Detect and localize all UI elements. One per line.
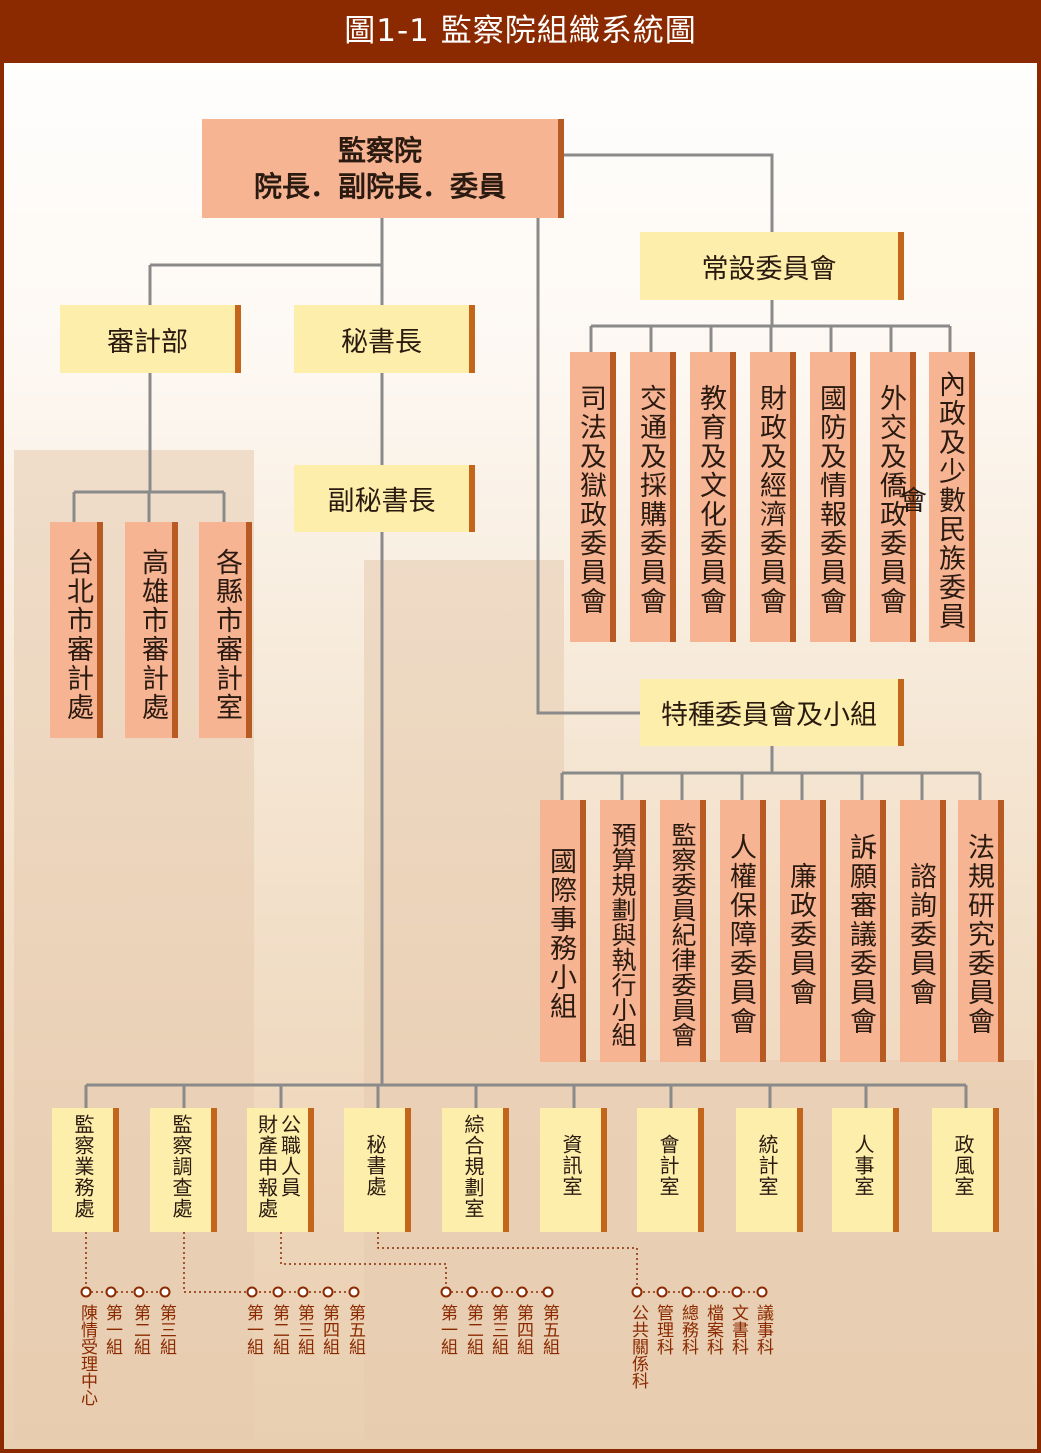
special-committee-item: 訴願審議委員會: [840, 800, 886, 1062]
sub-unit-label: 第一組: [437, 1304, 457, 1355]
department-label-secondary: 公職人員: [277, 1114, 302, 1198]
standing-committee-item-label: 財政及經濟委員會: [755, 384, 786, 616]
standing-committee-item: 司法及獄政委員會: [570, 352, 616, 642]
department-box: 財產申報處 公職人員: [247, 1108, 314, 1232]
department-label: 政風室: [951, 1134, 975, 1197]
department-box: 統計室: [736, 1108, 803, 1232]
department-box: 監察調查處: [150, 1108, 217, 1232]
department-label: 監察業務處: [71, 1114, 95, 1219]
department-box: 人事室: [832, 1108, 899, 1232]
title-bar: 圖1-1 監察院組織系統圖: [0, 0, 1041, 63]
department-label: 會計室: [656, 1134, 680, 1197]
department-label: 統計室: [755, 1134, 779, 1197]
sub-unit-label: 第五組: [345, 1304, 365, 1355]
sub-unit-label: 第三組: [488, 1304, 508, 1355]
department-box: 會計室: [637, 1108, 704, 1232]
sub-unit-label: 第三組: [294, 1304, 314, 1355]
department-label: 財產申報處: [254, 1114, 279, 1219]
secretary-general-label: 秘書長: [341, 326, 422, 358]
special-committee-item: 廉政委員會: [780, 800, 826, 1062]
deputy-secretary-general-label: 副秘書長: [327, 486, 436, 517]
sub-unit-label: 第五組: [539, 1304, 559, 1355]
special-committee-box: 特種委員會及小組: [640, 679, 904, 746]
background-building-tower: [364, 560, 564, 1440]
audit-ministry-label: 審計部: [107, 326, 188, 358]
sub-unit-label: 檔案科: [703, 1304, 723, 1355]
sub-unit-label: 第一組: [243, 1304, 263, 1355]
sub-unit-label: 第四組: [319, 1304, 339, 1355]
special-committee-item-label: 法規研究委員會: [963, 832, 994, 1036]
standing-committee-item: 財政及經濟委員會: [750, 352, 796, 642]
standing-committee-label: 常設委員會: [701, 253, 837, 285]
sub-unit-label: 公共關係科: [628, 1304, 648, 1389]
special-committee-item-label: 預算規劃與執行小組: [608, 821, 637, 1047]
audit-office-item: 各縣市審計室: [199, 522, 252, 738]
chart-title: 圖1-1 監察院組織系統圖: [344, 13, 697, 49]
department-label: 資訊室: [559, 1134, 583, 1197]
department-label: 人事室: [851, 1134, 875, 1197]
sub-unit-label: 總務科: [678, 1304, 698, 1355]
sub-unit-label: 文書科: [728, 1304, 748, 1355]
sub-unit-label: 議事科: [753, 1304, 773, 1355]
sub-unit-label: 第二組: [463, 1304, 483, 1355]
sub-unit-label: 管理科: [653, 1304, 673, 1355]
sub-unit-label: 第三組: [156, 1304, 176, 1355]
department-label: 綜合規劃室: [461, 1114, 485, 1219]
audit-office-item: 高雄市審計處: [125, 522, 178, 738]
department-box: 秘書處: [344, 1108, 411, 1232]
special-committee-item-label: 廉政委員會: [785, 861, 816, 1007]
audit-office-item: 台北市審計處: [50, 522, 103, 738]
audit-office-label: 高雄市審計處: [137, 548, 168, 722]
department-box: 綜合規劃室: [442, 1108, 509, 1232]
standing-committee-item: 外交及僑政委員會: [870, 352, 916, 642]
control-yuan-root-box: 監察院 院長．副院長．委員: [202, 119, 564, 218]
audit-office-label: 台北市審計處: [62, 548, 93, 722]
standing-committee-item-label: 交通及採購委員會: [635, 384, 666, 616]
standing-committee-item-label: 內政及少數民族委員會: [895, 369, 965, 631]
special-committee-item: 預算規劃與執行小組: [600, 800, 646, 1062]
standing-committee-item-label: 司法及獄政委員會: [575, 384, 606, 616]
special-committee-item-label: 訴願審議委員會: [845, 832, 876, 1036]
department-label: 秘書處: [363, 1134, 387, 1197]
sub-unit-label: 第四組: [513, 1304, 533, 1355]
special-committee-item: 法規研究委員會: [958, 800, 1004, 1062]
sub-unit-label: 第二組: [130, 1304, 150, 1355]
standing-committee-item-label: 外交及僑政委員會: [875, 384, 906, 616]
special-committee-item-label: 諮詢委員會: [905, 861, 936, 1007]
special-committee-item: 人權保障委員會: [720, 800, 766, 1062]
special-committee-item: 國際事務小組: [540, 800, 586, 1062]
special-committee-item-label: 國際事務小組: [545, 847, 576, 1021]
special-committee-item-label: 監察委員紀律委員會: [668, 821, 697, 1047]
standing-committee-item: 教育及文化委員會: [690, 352, 736, 642]
sub-unit-label: 第一組: [102, 1304, 122, 1355]
audit-office-label: 各縣市審計室: [211, 548, 242, 722]
department-box: 資訊室: [540, 1108, 607, 1232]
sub-unit-label: 第二組: [269, 1304, 289, 1355]
root-subtitle: 院長．副院長．委員: [253, 169, 506, 203]
department-label: 監察調查處: [169, 1114, 193, 1219]
standing-committee-item: 內政及少數民族委員會: [895, 352, 975, 642]
standing-committee-item: 國防及情報委員會: [810, 352, 856, 642]
sub-unit-label: 陳情受理中心: [77, 1304, 97, 1406]
standing-committee-box: 常設委員會: [640, 232, 904, 300]
standing-committee-item: 交通及採購委員會: [630, 352, 676, 642]
special-committee-label: 特種委員會及小組: [661, 700, 877, 731]
secretary-general-box: 秘書長: [294, 305, 475, 373]
department-box: 政風室: [932, 1108, 999, 1232]
department-box: 監察業務處: [52, 1108, 119, 1232]
special-committee-item: 諮詢委員會: [900, 800, 946, 1062]
special-committee-item-label: 人權保障委員會: [725, 832, 756, 1036]
standing-committee-item-label: 國防及情報委員會: [815, 384, 846, 616]
audit-ministry-box: 審計部: [60, 305, 241, 373]
special-committee-item: 監察委員紀律委員會: [660, 800, 706, 1062]
deputy-secretary-general-box: 副秘書長: [294, 465, 475, 532]
root-title: 監察院: [337, 133, 422, 167]
standing-committee-item-label: 教育及文化委員會: [695, 384, 726, 616]
